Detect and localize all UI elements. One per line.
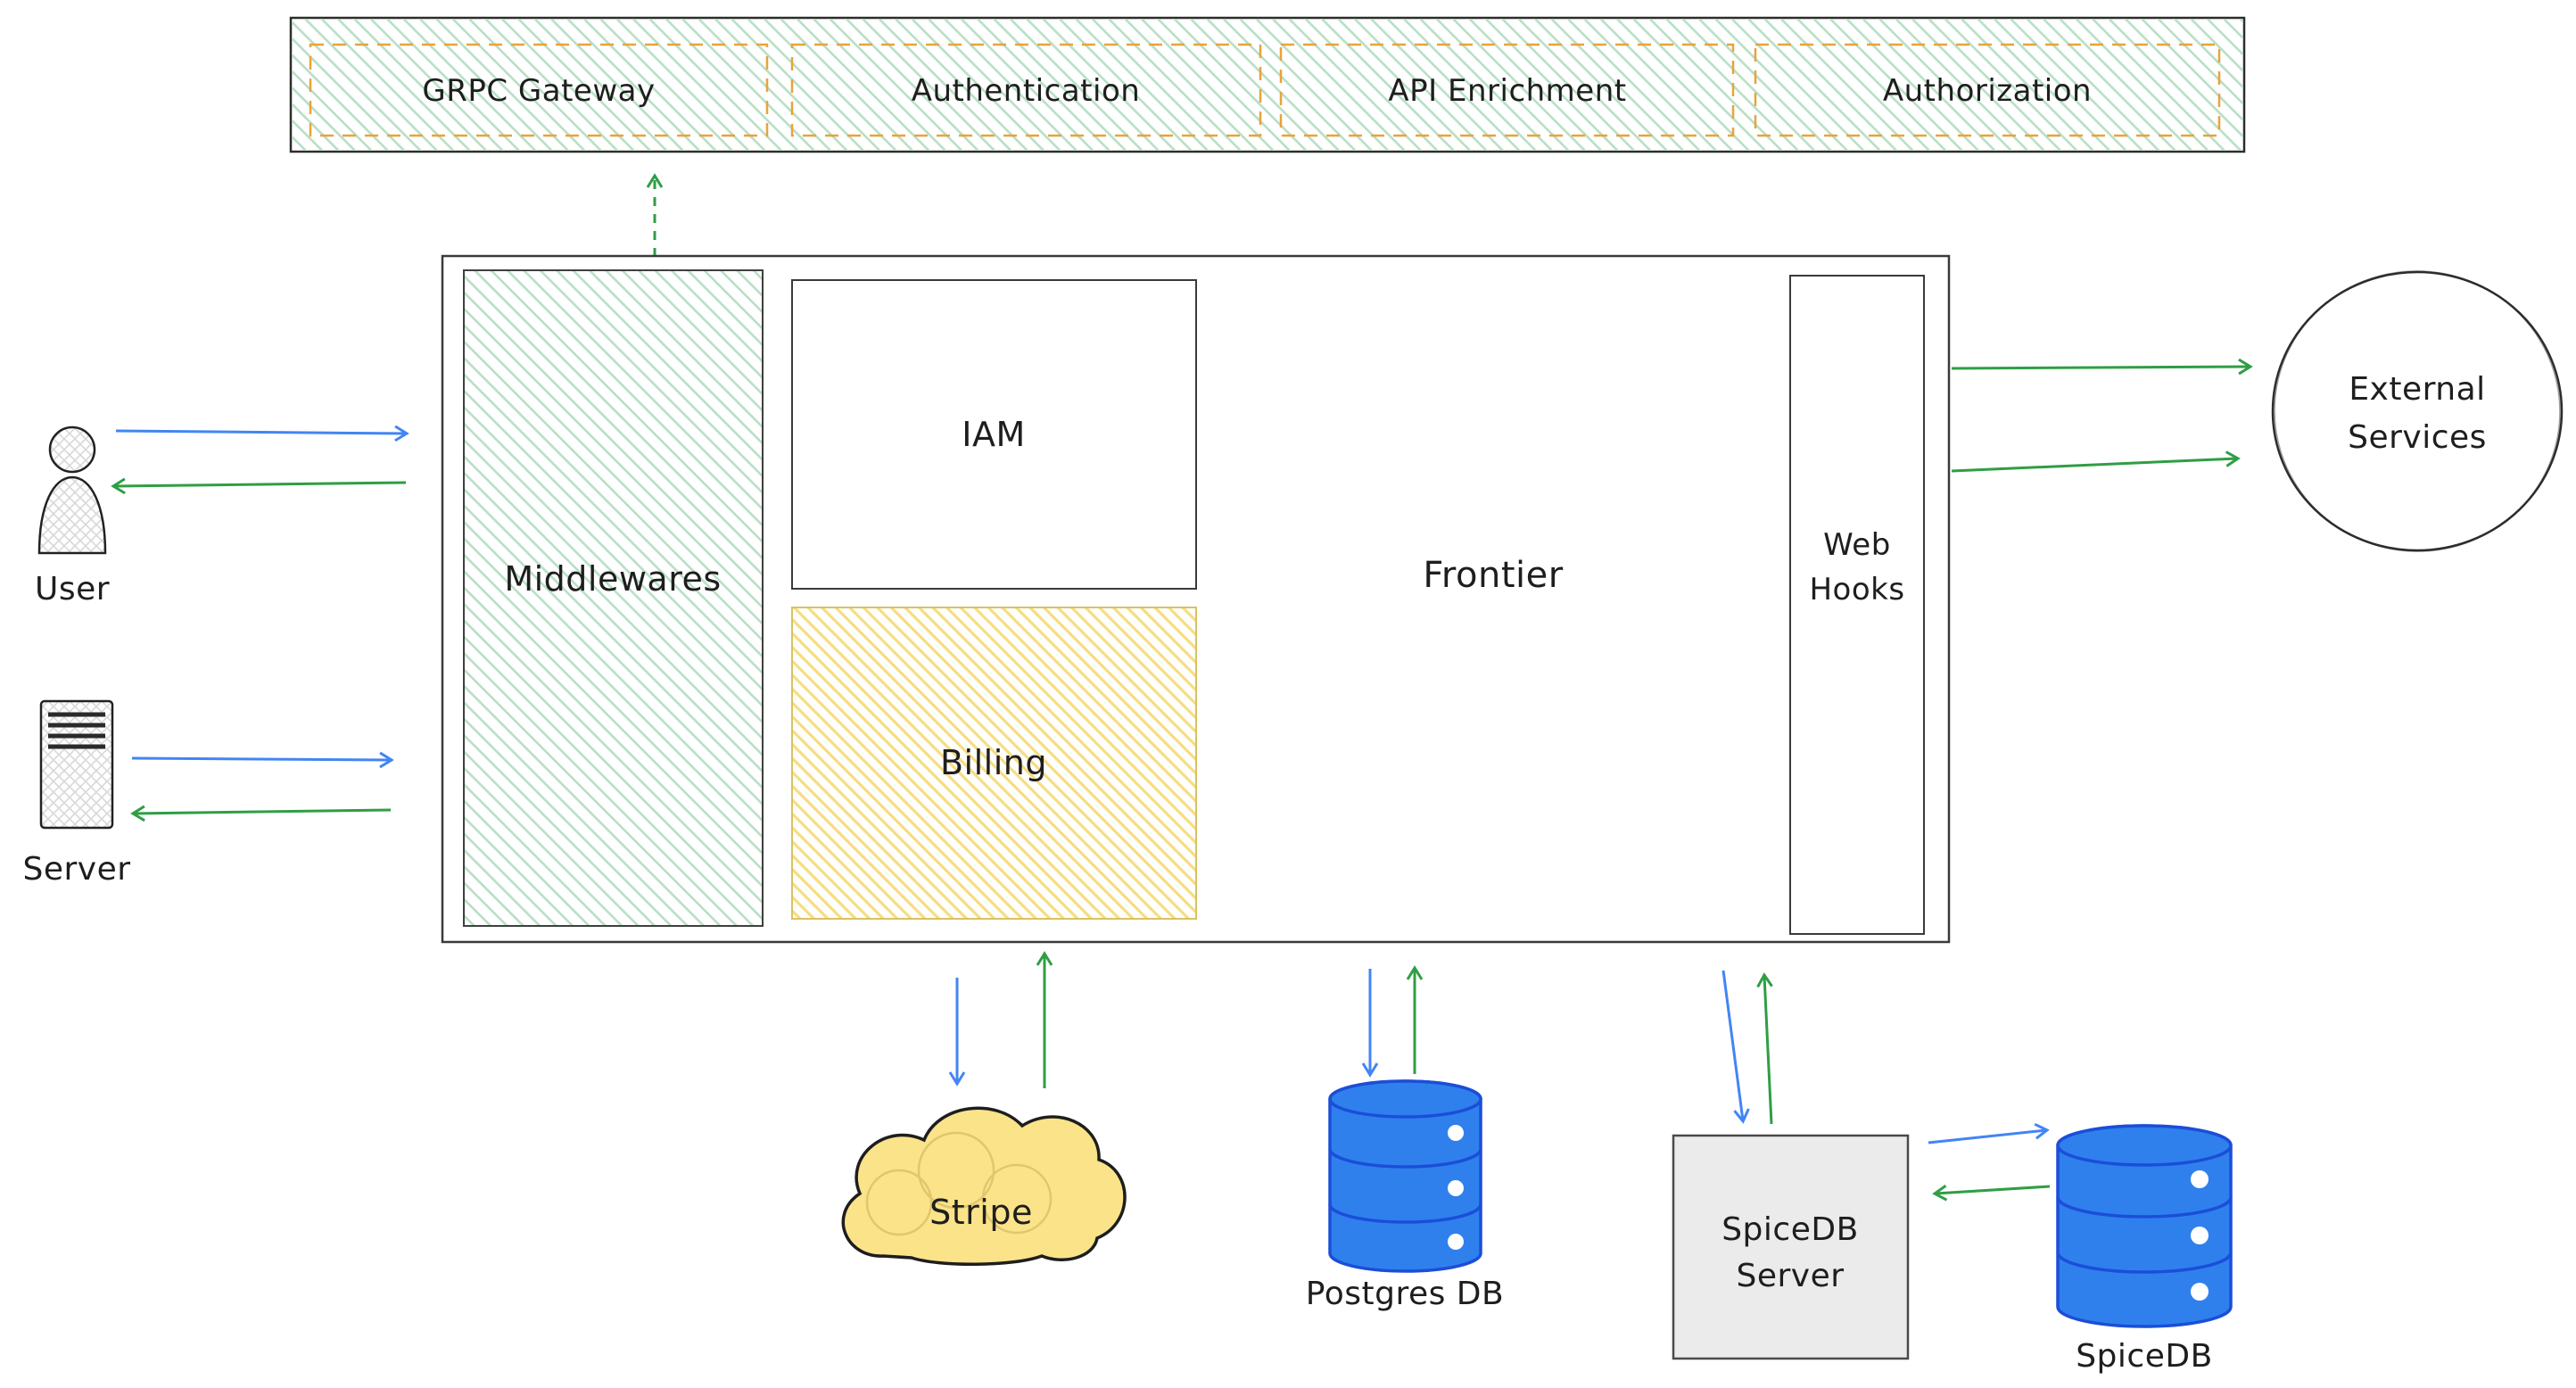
webhooks-label-line2: Hooks	[1809, 572, 1904, 607]
pipeline-bar-hatch	[292, 19, 2243, 151]
billing-node: Billing	[791, 607, 1197, 920]
frontier-container: Frontier Middlewares IAM Billing Web Hoo…	[441, 254, 1951, 944]
spicedb-server-label-line1: SpiceDB	[1721, 1211, 1859, 1248]
webhooks-box	[1789, 275, 1925, 935]
arrow-middlewares-to-server-green	[130, 805, 392, 822]
external-services-circle-sketch	[2274, 270, 2561, 552]
pipeline-stage-box	[1279, 43, 1735, 137]
spicedb-server-node: SpiceDB Server	[1672, 1134, 1910, 1360]
iam-box	[791, 279, 1197, 590]
server-icon-vents	[48, 712, 105, 749]
server-icon	[39, 699, 114, 830]
arrow-spicedb-to-spicedbserver-green	[1932, 1185, 2051, 1202]
middlewares-label: Middlewares	[504, 559, 721, 599]
spicedb-led-3	[2191, 1283, 2209, 1301]
server-label: Server	[22, 851, 130, 888]
arrow-spicedbserver-to-webhooks-green	[1756, 972, 1773, 1125]
spicedb-label: SpiceDB	[2076, 1338, 2213, 1375]
server-actor: Server	[22, 699, 130, 888]
user-icon	[48, 425, 96, 474]
middlewares-node: Middlewares	[463, 269, 764, 927]
pipeline-stage-label: GRPC Gateway	[422, 73, 655, 109]
spicedb-node: SpiceDB	[2056, 1124, 2233, 1375]
billing-box	[791, 607, 1197, 920]
webhooks-node: Web Hooks	[1789, 275, 1925, 935]
postgres-node: Postgres DB	[1306, 1079, 1504, 1312]
pipeline-stage-box	[790, 43, 1262, 137]
external-services-label-line2: Services	[2348, 419, 2487, 456]
external-services-label-line1: External	[2349, 371, 2485, 408]
stripe-cloud	[841, 1106, 1127, 1267]
arrow-user-to-middlewares-blue	[115, 425, 409, 442]
pipeline-stage-grpc-gateway: GRPC Gateway	[309, 43, 769, 137]
arrow-container-to-external-green-top	[1951, 358, 2253, 376]
external-services-node: External Services	[2271, 270, 2564, 552]
pipeline-stage-label: API Enrichment	[1388, 73, 1626, 109]
stripe-label: Stripe	[929, 1193, 1033, 1232]
billing-label: Billing	[940, 743, 1047, 782]
arrow-webhooks-to-spicedbserver-blue	[1721, 970, 1750, 1124]
user-actor: User	[35, 425, 110, 607]
stripe-node: Stripe	[841, 1106, 1127, 1267]
arrow-server-to-middlewares-blue	[131, 751, 394, 769]
external-services-circle	[2271, 270, 2564, 552]
pipeline-stage-label: Authentication	[912, 73, 1141, 109]
stripe-cloud-bubbles	[865, 1131, 1053, 1236]
spicedb-led-1	[2191, 1170, 2209, 1188]
spicedb-led-2	[2191, 1227, 2209, 1244]
pipeline-stage-api-enrichment: API Enrichment	[1279, 43, 1735, 137]
pipeline-stage-label: Authorization	[1883, 73, 2092, 109]
postgres-led-2	[1448, 1180, 1464, 1196]
pipeline-bar: GRPC Gateway Authentication API Enrichme…	[289, 16, 2246, 153]
frontier-label: Frontier	[1423, 555, 1563, 596]
pipeline-stage-box	[309, 43, 769, 137]
spicedb-cylinder-top	[2056, 1124, 2233, 1167]
pipeline-stage-box	[1754, 43, 2221, 137]
postgres-label: Postgres DB	[1306, 1276, 1504, 1312]
postgres-cylinder-band2	[1328, 1203, 1482, 1224]
spicedb-cylinder-band2	[2056, 1252, 2233, 1274]
pipeline-stage-authentication: Authentication	[790, 43, 1262, 137]
arrow-middlewares-to-user-green	[111, 477, 407, 495]
postgres-cylinder-band1	[1328, 1148, 1482, 1169]
pipeline-stage-authorization: Authorization	[1754, 43, 2221, 137]
spicedb-cylinder-band1	[2056, 1196, 2233, 1219]
postgres-led-3	[1448, 1234, 1464, 1250]
iam-node: IAM	[791, 279, 1197, 590]
spicedb-server-label-line2: Server	[1736, 1258, 1844, 1294]
webhooks-label-line1: Web	[1823, 527, 1891, 563]
arrow-spicedbserver-to-spicedb-blue	[1928, 1122, 2050, 1144]
arrow-container-to-external-green-bottom	[1951, 450, 2241, 473]
iam-label: IAM	[962, 415, 1026, 454]
user-label: User	[35, 571, 110, 607]
spicedb-server-box	[1672, 1134, 1910, 1360]
user-icon-body	[37, 475, 107, 555]
postgres-led-1	[1448, 1125, 1464, 1141]
postgres-cylinder-top	[1328, 1079, 1482, 1119]
middlewares-box	[463, 269, 764, 927]
